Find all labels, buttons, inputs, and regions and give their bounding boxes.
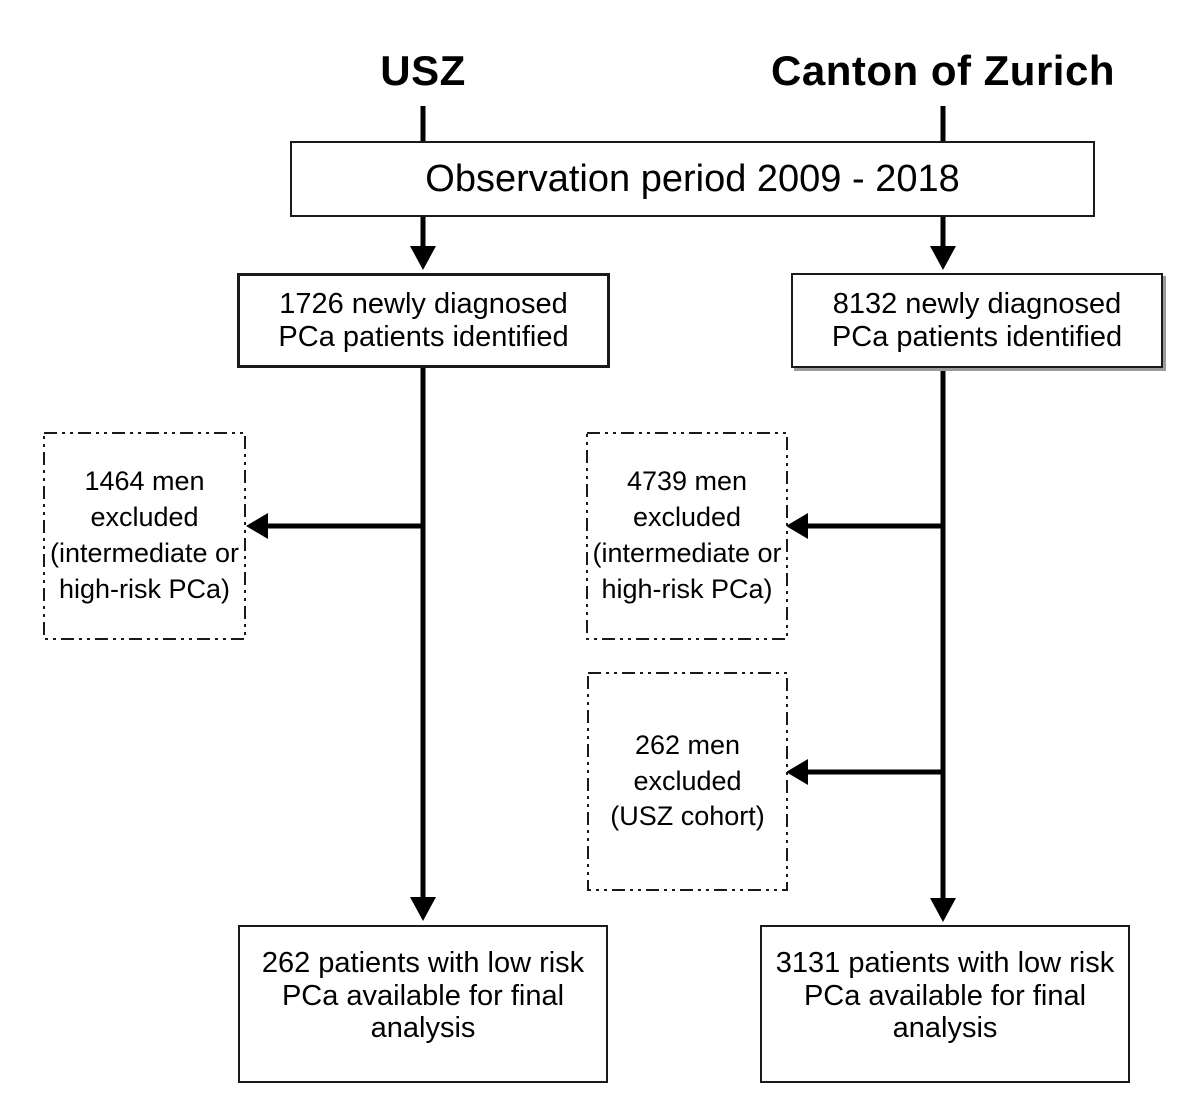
usz-final-analysis-box: 262 patients with low risk PCa available… [238,925,608,1083]
usz-exclusion-arrowhead-icon [246,513,268,539]
column-header-canton-of-zurich: Canton of Zurich [771,47,1115,94]
canton-excluded-usz-label: 262 men excluded (USZ cohort) [610,729,765,832]
canton-identified-label: 8132 newly diagnosed PCa patients identi… [831,288,1123,353]
canton-excluded-risk-box-border [586,432,788,640]
usz-identified-label: 1726 newly diagnosed PCa patients identi… [278,288,569,353]
usz-final-arrowhead-icon [410,897,436,921]
canton-excluded-usz-box-border [587,672,788,891]
usz-excluded-box: 1464 men excluded (intermediate or high-… [44,433,245,639]
canton-identified-box: 8132 newly diagnosed PCa patients identi… [791,273,1163,368]
usz-excluded-label: 1464 men excluded (intermediate or high-… [49,466,240,604]
canton-excluded-usz-box: 262 men excluded (USZ cohort) [588,673,787,890]
canton-exclusion-risk-arrowhead-icon [786,513,808,539]
canton-exclusion-usz-arrowhead-icon [786,759,808,785]
canton-final-arrowhead-icon [930,898,956,922]
usz-observation-arrowhead-icon [410,246,436,270]
canton-excluded-risk-label: 4739 men excluded (intermediate or high-… [592,466,782,604]
canton-final-analysis-box: 3131 patients with low risk PCa availabl… [760,925,1130,1083]
canton-excluded-risk-box: 4739 men excluded (intermediate or high-… [587,433,787,639]
usz-identified-box: 1726 newly diagnosed PCa patients identi… [237,273,610,368]
column-header-usz: USZ [380,47,466,94]
observation-period-box: Observation period 2009 - 2018 [290,141,1095,217]
canton-final-analysis-label: 3131 patients with low risk PCa availabl… [775,947,1115,1045]
usz-excluded-box-border [43,432,246,640]
usz-final-analysis-label: 262 patients with low risk PCa available… [261,947,585,1045]
canton-observation-arrowhead-icon [930,246,956,270]
observation-period-label: Observation period 2009 - 2018 [425,157,960,200]
